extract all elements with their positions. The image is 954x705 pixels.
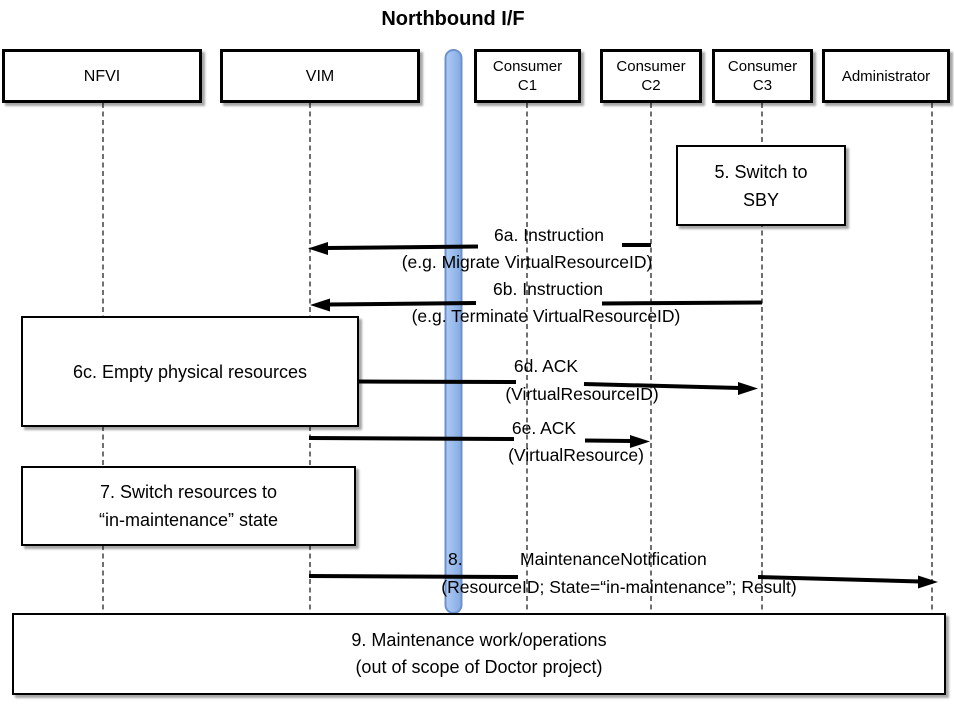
arrow-6b-tail (601, 300, 763, 306)
arrow-6e-head-line (584, 438, 633, 443)
step-7-line2: “in-maintenance” state (98, 510, 279, 530)
arrow-6d-line (357, 379, 517, 384)
step-box-6c-empty-physical-resources: 6c. Empty physical resources (21, 316, 359, 427)
arrowhead-6d (738, 382, 758, 395)
step-box-9-maintenance-work: 9. Maintenance work/operations (out of s… (12, 613, 946, 695)
actor-box-consumer-c1: Consumer C1 (474, 49, 581, 103)
actor-label-consumer: Consumer (727, 58, 798, 75)
step-7-line1: 7. Switch resources to (99, 482, 278, 502)
arrowhead-6e (630, 435, 650, 448)
actor-box-vim: VIM (220, 49, 420, 103)
actor-label-c2: C2 (641, 77, 661, 94)
actor-box-consumer-c3: Consumer C3 (712, 49, 813, 103)
arrowhead-6a (308, 242, 328, 255)
step-9-line1: 9. Maintenance work/operations (351, 630, 607, 650)
actor-label-administrator: Administrator (841, 67, 931, 85)
actor-label-vim: VIM (305, 67, 335, 85)
actor-label-consumer: Consumer (616, 58, 686, 75)
actor-label-consumer: Consumer (492, 58, 563, 75)
arrow-heads-group (308, 242, 938, 589)
arrowhead-6b (310, 298, 330, 312)
actor-box-consumer-c2: Consumer C2 (600, 49, 702, 103)
arrowhead-8 (918, 575, 938, 589)
actor-box-administrator: Administrator (822, 49, 950, 103)
actor-label-nfvi: NFVI (83, 67, 121, 85)
step-5-line2: SBY (742, 189, 780, 210)
actor-label-c3: C3 (752, 77, 773, 94)
arrow-6a-line (325, 244, 479, 250)
step-box-7-switch-resources: 7. Switch resources to “in-maintenance” … (21, 466, 356, 546)
arrow-6e-line (308, 436, 515, 441)
arrow-8-line (308, 574, 519, 579)
step-5-line1: 5. Switch to (714, 161, 808, 182)
arrow-6b-line (327, 301, 477, 307)
northbound-if-bar (444, 49, 463, 614)
actor-box-nfvi: NFVI (2, 49, 202, 103)
actor-label-c1: C1 (517, 77, 538, 94)
diagram-title: Northbound I/F (381, 8, 525, 30)
step-9-line2: (out of scope of Doctor project) (355, 657, 603, 677)
arrow-6d-head-line (583, 382, 741, 390)
step-6c-label: 6c. Empty physical resources (72, 361, 308, 382)
message-arrows-group (308, 243, 921, 584)
step-box-5-switch-to-sby: 5. Switch to SBY (676, 145, 846, 226)
arrow-8-head-line (757, 575, 921, 584)
